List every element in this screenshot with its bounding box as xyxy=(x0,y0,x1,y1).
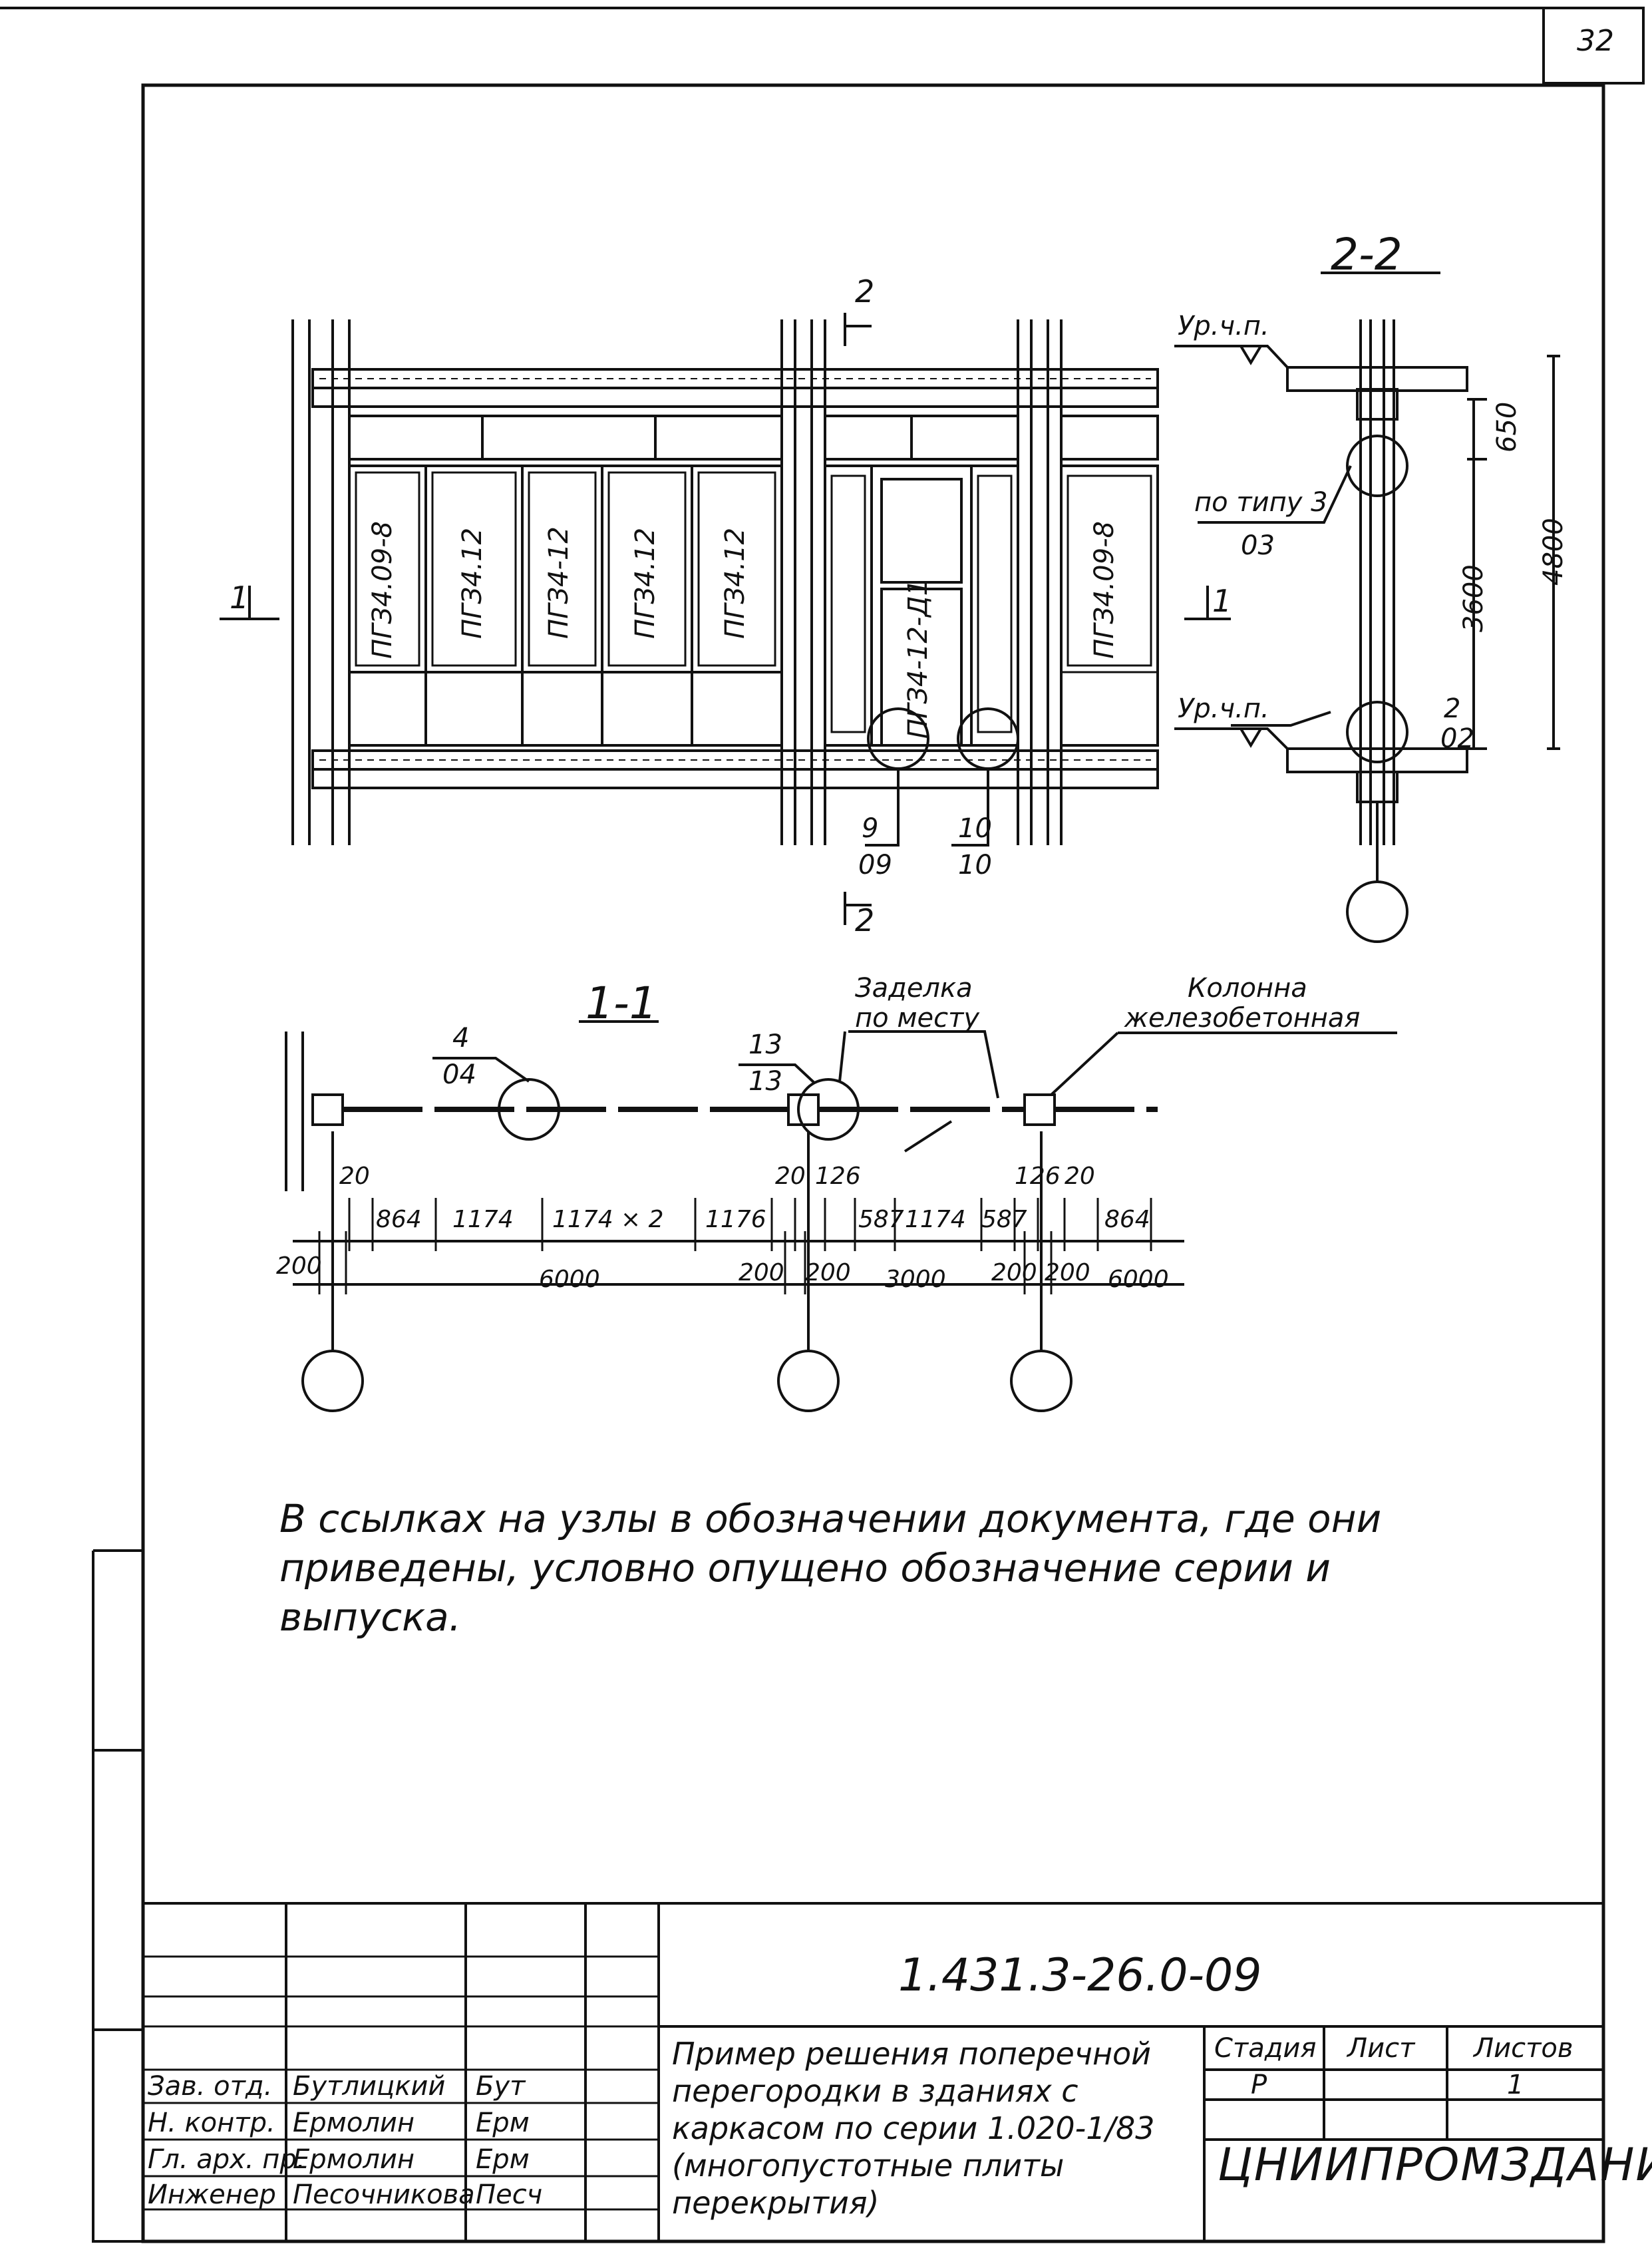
signature: Ерм xyxy=(476,2108,530,2138)
general-note: В ссылках на узлы в обозначении документ… xyxy=(279,1496,1382,1640)
drawing-title: Пример решения поперечной перегородки в … xyxy=(672,2036,1155,2221)
callout-10-num: 10 xyxy=(958,813,992,844)
dim-value: 1174 xyxy=(905,1206,966,1233)
cut-mark-1-left-label: 1 xyxy=(230,580,249,616)
dim-value: 587 xyxy=(981,1206,1027,1233)
dim-4800: 4800 xyxy=(1538,518,1569,586)
dim-value: 1174 xyxy=(452,1206,514,1233)
panel-label: ПГЗ4-12 xyxy=(544,526,574,639)
dim-value: 20 xyxy=(1065,1163,1095,1190)
level-bottom-label: Ур.ч.п. xyxy=(1178,693,1269,724)
panel-label: ПГЗ4.12 xyxy=(457,527,488,639)
role-label: Н. контр. xyxy=(148,2108,275,2138)
role-label: Зав. отд. xyxy=(148,2071,273,2102)
dim-value: 20 xyxy=(339,1163,370,1190)
dim-value: 20 xyxy=(775,1163,806,1190)
section-1-1-view xyxy=(285,1020,1397,1412)
page-number-box xyxy=(1542,7,1645,85)
callout-13-ref: 13 xyxy=(748,1066,782,1097)
page-number: 32 xyxy=(1577,24,1614,58)
dim-value: 864 xyxy=(376,1206,422,1233)
callout-10-ref: 10 xyxy=(958,850,992,880)
type-label: по типу 3 xyxy=(1194,487,1328,518)
side-strip xyxy=(92,1549,143,2243)
dim-value: 864 xyxy=(1104,1206,1150,1233)
dim-value: 1174 × 2 xyxy=(552,1206,664,1233)
dim-value: 126 xyxy=(1015,1163,1061,1190)
top-border-line xyxy=(0,7,1545,83)
dim-value: 1176 xyxy=(705,1206,766,1233)
title-block-grid xyxy=(143,1902,1603,2241)
organization-name: ЦНИИПРОМЗДАНИЙ xyxy=(1218,2139,1652,2191)
section-1-1-title: 1-1 xyxy=(585,978,657,1029)
role-label: Инженер xyxy=(148,2179,276,2210)
section-2-2-view xyxy=(1174,272,1560,943)
doc-code: 1.431.3-26.0-09 xyxy=(898,1949,1262,2002)
panel-label: ПГЗ4.12 xyxy=(720,527,750,639)
signature: Песч xyxy=(476,2179,543,2210)
person-name: Ермолин xyxy=(293,2144,415,2175)
dim-value: 200 xyxy=(1045,1259,1090,1286)
dim-value: 6000 xyxy=(1108,1266,1169,1293)
panel-right-label: ПГЗ4.09-8 xyxy=(1089,521,1120,659)
dim-value: 6000 xyxy=(539,1266,600,1293)
column-label-1: Колонна xyxy=(1188,973,1307,1004)
person-name: Ермолин xyxy=(293,2108,415,2138)
fill-label-1: Заделка xyxy=(855,973,973,1004)
dim-value: 200 xyxy=(805,1259,851,1286)
dim-3600: 3600 xyxy=(1458,564,1489,632)
panel-label: ПГЗ4.12 xyxy=(630,527,661,639)
dim-value: 3000 xyxy=(885,1266,946,1293)
role-label: Гл. арх. пр. xyxy=(148,2144,305,2175)
type-ref: 03 xyxy=(1241,530,1275,561)
frame xyxy=(141,83,1605,2243)
panel-label: ПГЗ4.09-8 xyxy=(367,521,398,659)
level-top-label: Ур.ч.п. xyxy=(1178,311,1269,341)
cut-mark-1-right-label: 1 xyxy=(1212,583,1232,619)
sheets-value: 1 xyxy=(1507,2070,1524,2100)
cut-mark-2-bottom-label: 2 xyxy=(855,902,875,938)
elevation-view xyxy=(220,313,1231,925)
section-2-2-title: 2-2 xyxy=(1331,229,1403,280)
callout-2-num: 2 xyxy=(1444,693,1461,724)
panel-door-label: ПГЗ4-12-Д1 xyxy=(903,579,933,739)
cut-mark-2-bottom xyxy=(844,892,872,925)
dim-value: 200 xyxy=(276,1252,322,1280)
cut-mark-1-left xyxy=(220,586,279,620)
column-label-2: железобетонная xyxy=(1124,1003,1361,1034)
callout-13-num: 13 xyxy=(748,1030,782,1060)
person-name: Бутлицкий xyxy=(293,2071,446,2102)
person-name: Песочникова xyxy=(293,2179,475,2210)
callout-4-num: 4 xyxy=(452,1023,470,1053)
cut-mark-2-top xyxy=(844,313,872,346)
signature: Ерм xyxy=(476,2144,530,2175)
dim-650: 650 xyxy=(1492,401,1522,453)
dim-value: 200 xyxy=(739,1259,784,1286)
stage-header: Стадия xyxy=(1214,2033,1317,2064)
dim-value: 126 xyxy=(815,1163,861,1190)
signature: Бут xyxy=(476,2071,526,2102)
cut-mark-2-top-label: 2 xyxy=(855,274,875,309)
dim-value: 200 xyxy=(991,1259,1037,1286)
cut-mark-1-right xyxy=(1184,586,1231,620)
dim-value: 587 xyxy=(858,1206,904,1233)
callout-4-ref: 04 xyxy=(442,1059,476,1090)
sheet-header: Лист xyxy=(1347,2033,1415,2064)
fill-label-2: по месту xyxy=(855,1003,980,1034)
sheets-header: Листов xyxy=(1474,2033,1573,2064)
callout-9-num: 9 xyxy=(862,813,879,844)
callout-2-ref: 02 xyxy=(1440,723,1474,754)
callout-9-ref: 09 xyxy=(858,850,892,880)
stage-value: Р xyxy=(1251,2070,1267,2100)
